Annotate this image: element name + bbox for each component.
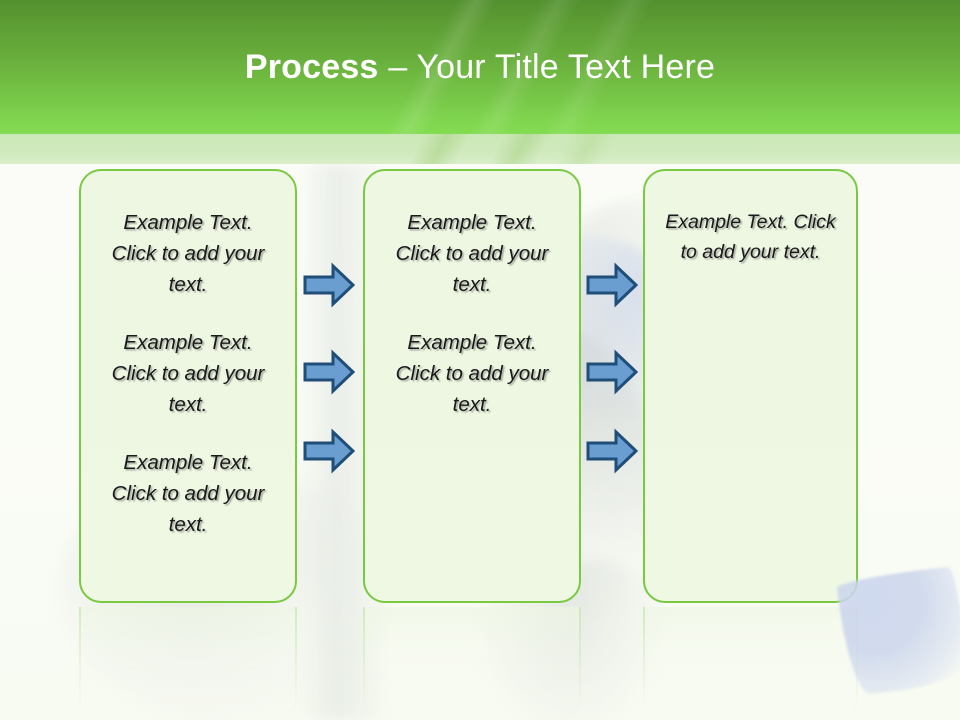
subband-diagonal-streaks	[300, 134, 720, 164]
right-arrow-icon[interactable]	[303, 262, 355, 308]
process-step-1-paragraph-3[interactable]: Example Text. Click to add your text.	[111, 451, 265, 536]
right-arrow-icon[interactable]	[586, 262, 638, 308]
slide-title-rest: – Your Title Text Here	[378, 48, 716, 86]
right-arrow-icon[interactable]	[586, 349, 638, 395]
process-step-2-paragraph-1[interactable]: Example Text. Click to add your text.	[395, 211, 549, 296]
process-step-1-paragraph-1[interactable]: Example Text. Click to add your text.	[111, 211, 265, 296]
header-subband	[0, 134, 960, 164]
slide-title-strong: Process	[244, 48, 379, 86]
reflection-step-1	[79, 607, 297, 720]
header-diagonal-streaks	[300, 0, 720, 134]
process-step-2-paragraph-2[interactable]: Example Text. Click to add your text.	[395, 331, 549, 416]
right-arrow-icon[interactable]	[303, 349, 355, 395]
process-step-2-box[interactable]: Example Text. Click to add your text. Ex…	[363, 169, 581, 603]
slide-header-band	[0, 0, 960, 134]
process-step-3-paragraph-1[interactable]: Example Text. Click to add your text.	[665, 211, 836, 263]
right-arrow-icon[interactable]	[303, 428, 355, 474]
process-step-3-box[interactable]: Example Text. Click to add your text.	[643, 169, 858, 603]
process-step-1-paragraph-2[interactable]: Example Text. Click to add your text.	[111, 331, 265, 416]
right-arrow-icon[interactable]	[586, 428, 638, 474]
process-step-1-box[interactable]: Example Text. Click to add your text. Ex…	[79, 169, 297, 603]
reflection-step-3	[643, 607, 858, 720]
reflection-step-2	[363, 607, 581, 720]
slide-title: Process – Your Title Text Here	[0, 46, 960, 88]
